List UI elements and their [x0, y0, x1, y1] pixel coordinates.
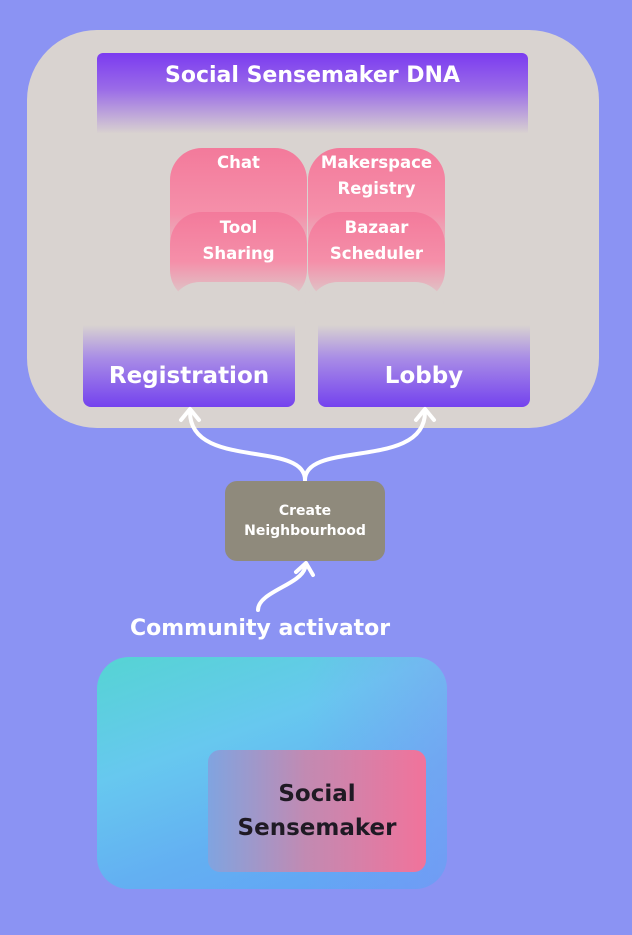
- module-makerspace-label-2: Registry: [337, 179, 416, 198]
- arrow-to-lobby: [303, 410, 427, 482]
- module-base-left: [170, 282, 307, 326]
- module-tool-label-1: Tool: [219, 218, 258, 237]
- create-neighbourhood-box: Create Neighbourhood: [225, 481, 385, 561]
- module-bazaar-label-2: Scheduler: [329, 244, 424, 263]
- registration-block: Registration: [83, 325, 295, 407]
- arrowhead-create: [294, 561, 315, 577]
- module-tool-label-2: Sharing: [202, 244, 275, 263]
- arrowhead-registration: [179, 407, 201, 422]
- app-label-1: Social: [278, 781, 356, 807]
- social-sensemaker-card: Social Sensemaker: [208, 750, 426, 872]
- module-base-right: [308, 282, 445, 326]
- registration-label: Registration: [108, 363, 270, 389]
- create-label-1: Create: [278, 503, 332, 519]
- module-makerspace-label-1: Makerspace: [320, 153, 433, 172]
- community-activator-label: Community activator: [130, 616, 391, 641]
- lobby-label: Lobby: [384, 363, 464, 389]
- create-label-2: Neighbourhood: [244, 523, 366, 539]
- arrow-to-registration: [188, 410, 307, 482]
- dna-title: Social Sensemaker DNA: [97, 53, 528, 133]
- app-label-2: Sensemaker: [237, 815, 397, 841]
- module-chat-label: Chat: [217, 153, 260, 172]
- module-bazaar-label-1: Bazaar: [344, 218, 409, 237]
- arrowhead-lobby: [414, 407, 436, 422]
- arrow-to-create: [256, 566, 307, 612]
- lobby-block: Lobby: [318, 325, 530, 407]
